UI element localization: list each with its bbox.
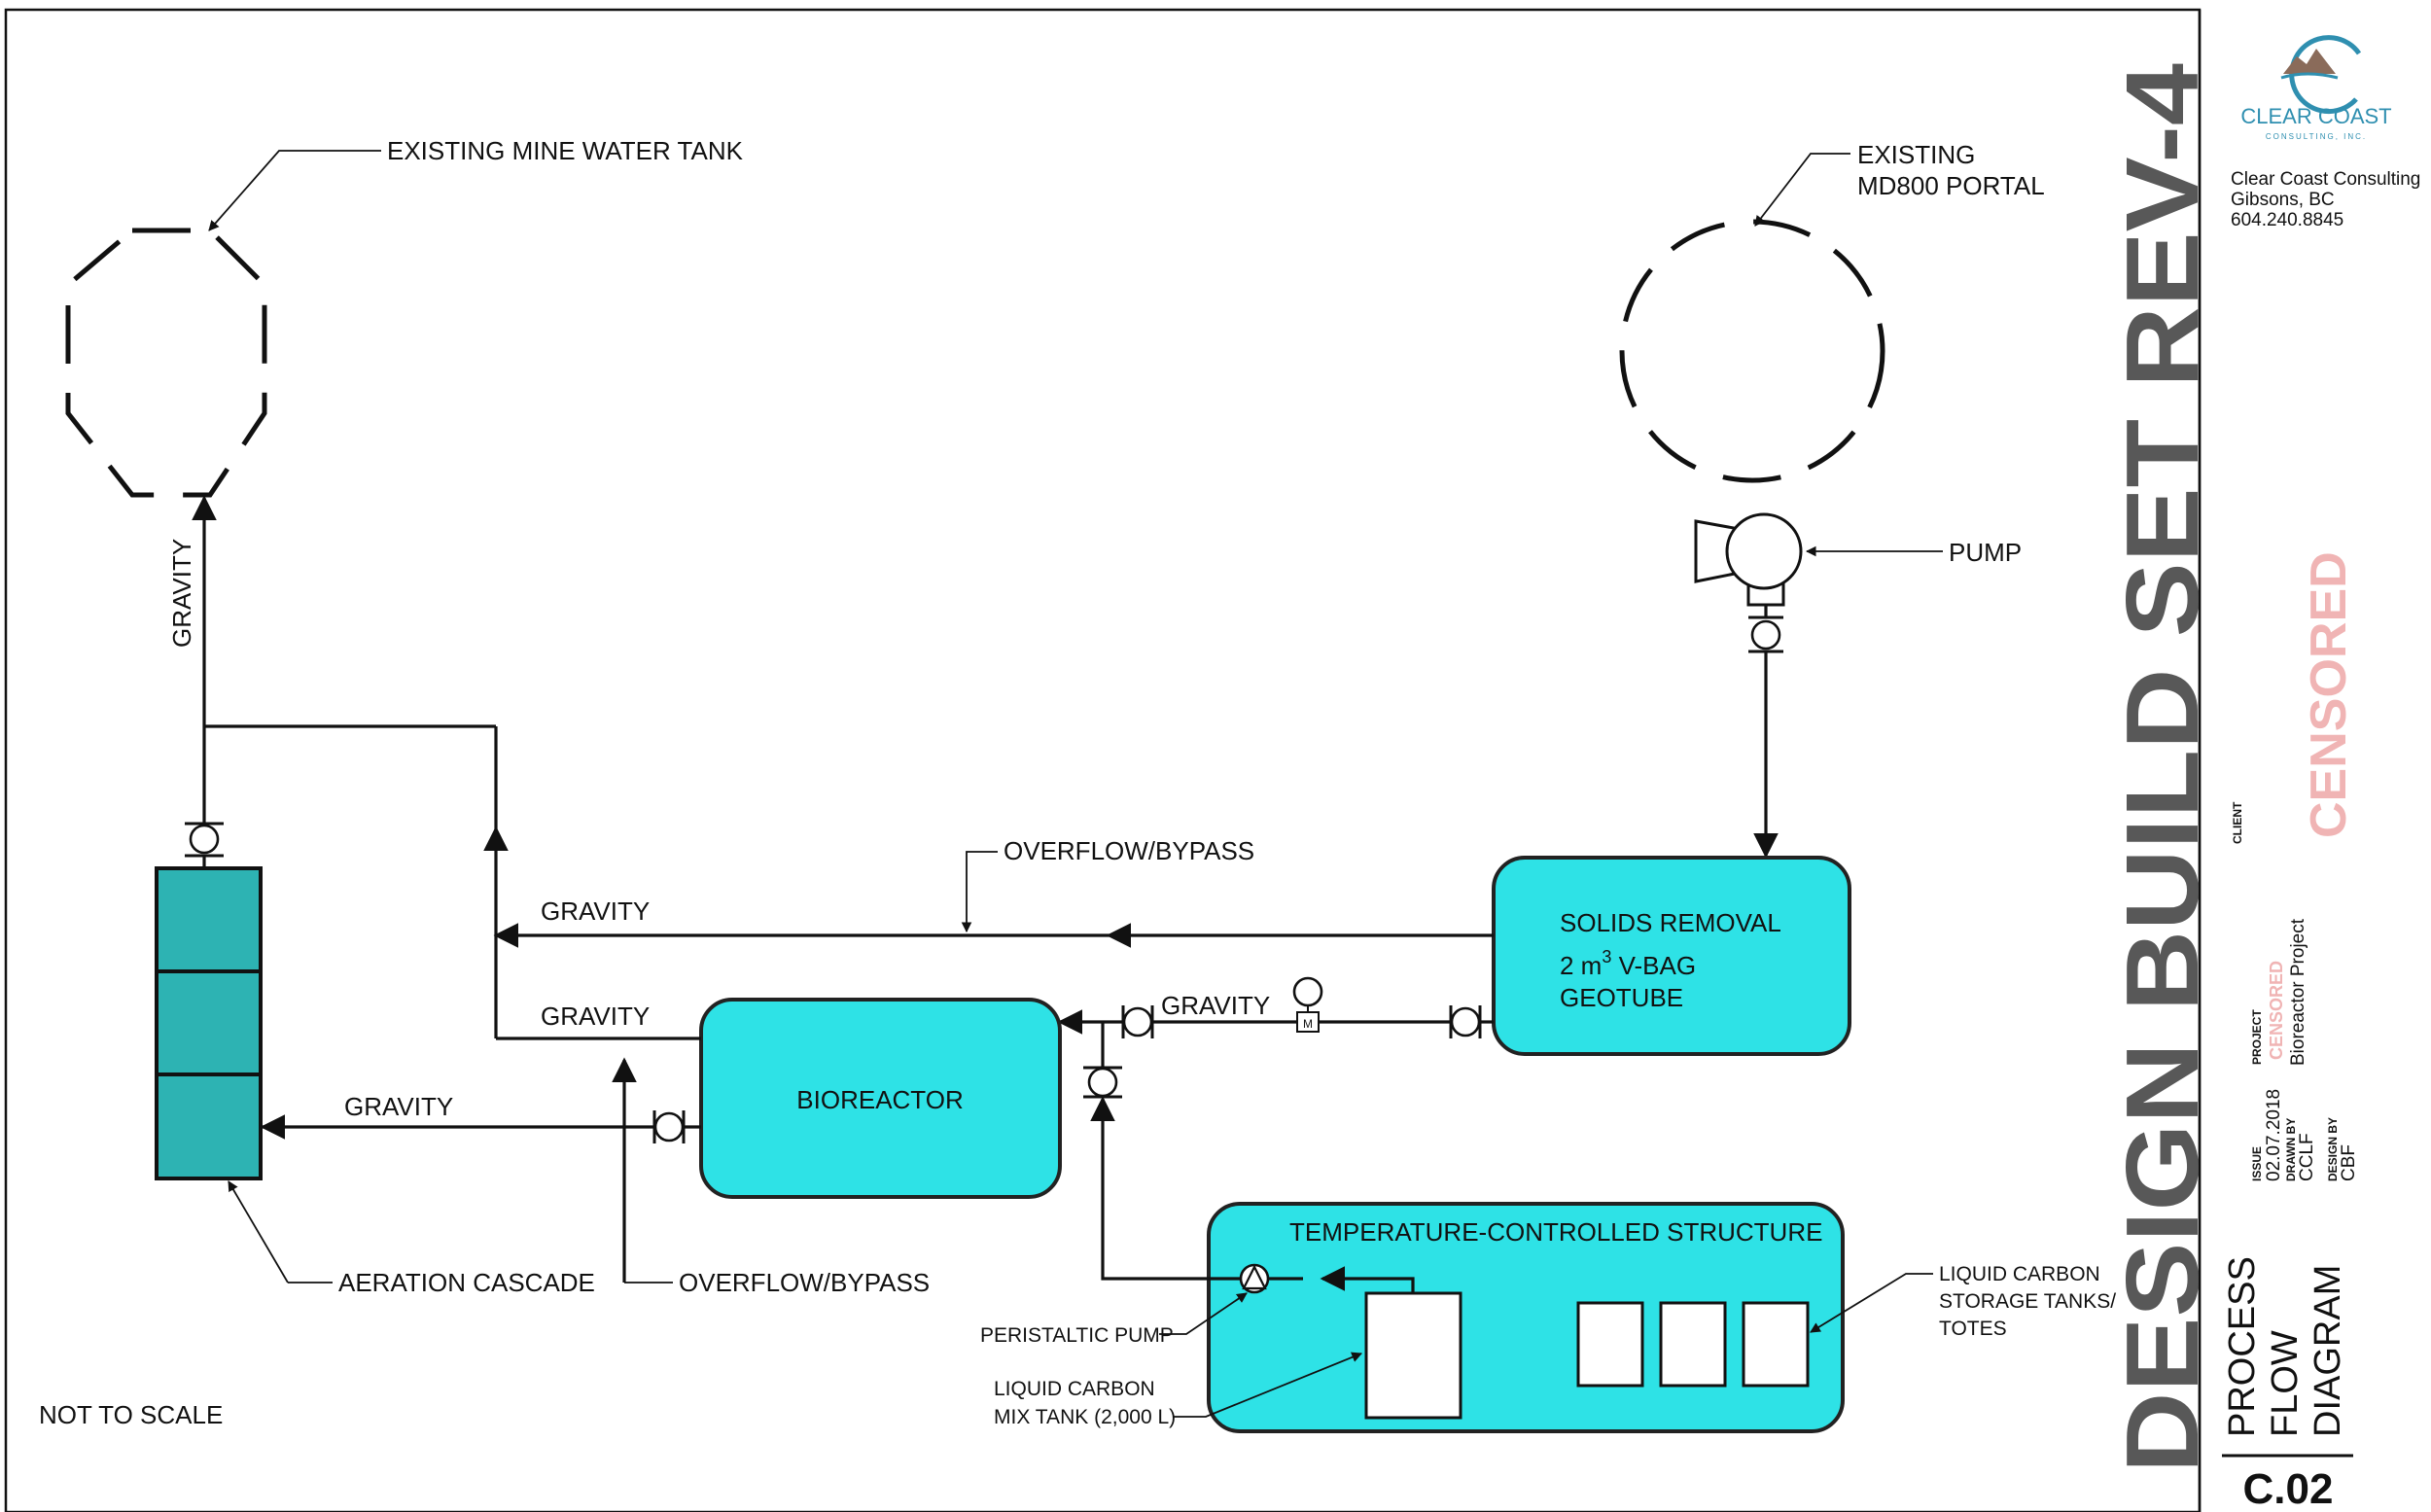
storage-tote-2 (1659, 1301, 1727, 1388)
peristaltic-pump-label: PERISTALTIC PUMP (980, 1324, 1174, 1347)
portal-label-line1: EXISTING (1857, 140, 1975, 169)
storage-label-line1: LIQUID CARBON (1939, 1263, 2100, 1285)
storage-tote-1 (1576, 1301, 1644, 1388)
issue-label: ISSUE (2250, 1146, 2264, 1181)
not-to-scale-note: NOT TO SCALE (39, 1400, 223, 1429)
sheet-title-line1: PROCESS (2222, 1256, 2263, 1437)
aeration-cascade-label: AERATION CASCADE (338, 1268, 595, 1297)
existing-mine-water-tank (65, 228, 267, 498)
solids-removal-box (1492, 856, 1851, 1056)
liquid-carbon-mix-tank (1364, 1291, 1462, 1420)
design-build-stamp: DESIGN BUILD SET REV-4 (2105, 63, 2220, 1473)
client-label: CLIENT (2231, 801, 2244, 844)
aeration-cascade (155, 866, 263, 1180)
peristaltic-pump-symbol (1239, 1263, 1270, 1294)
sheet-title-line3: DIAGRAM (2308, 1265, 2348, 1437)
company-city: Gibsons, BC (2231, 190, 2335, 210)
drawn-by-value: CCLF (2297, 1133, 2317, 1181)
drawing-border (4, 8, 2202, 1512)
mix-tank-label-line1: LIQUID CARBON (994, 1378, 1155, 1400)
gravity-label-solids-to-bioreactor: GRAVITY (1161, 991, 1270, 1020)
sheet-title-line2: FLOW (2265, 1330, 2306, 1437)
bioreactor-inlet-valve (1121, 1005, 1154, 1038)
existing-tank-label: EXISTING MINE WATER TANK (387, 136, 744, 165)
overflow-bypass-label-top: OVERFLOW/BYPASS (1004, 836, 1254, 865)
portal-label-line2: MD800 PORTAL (1857, 171, 2045, 200)
gravity-label-mid: GRAVITY (541, 1002, 650, 1031)
company-name: Clear Coast Consulting (2231, 169, 2420, 190)
gravity-label-bottom: GRAVITY (344, 1092, 453, 1121)
existing-md800-portal (1619, 219, 1885, 483)
company-phone: 604.240.8845 (2231, 210, 2343, 230)
overflow-bypass-label-bottom: OVERFLOW/BYPASS (679, 1268, 930, 1297)
temp-structure-label: TEMPERATURE-CONTROLLED STRUCTURE (1289, 1217, 1822, 1247)
storage-label-line2: STORAGE TANKS/ (1939, 1290, 2116, 1313)
pump-discharge-valve (1748, 615, 1783, 653)
flow-meter-label: M (1303, 1017, 1313, 1031)
solids-label-line1: SOLIDS REMOVAL (1560, 908, 1781, 937)
bioreactor-outlet-valve (652, 1110, 686, 1143)
solids-label-line2: 2 m3 V-BAG (1560, 947, 1696, 980)
design-by-label: DESIGN BY (2326, 1117, 2340, 1181)
pump-symbol (1694, 512, 1803, 607)
mix-tank-label-line2: MIX TANK (2,000 L) (994, 1406, 1176, 1428)
cascade-outlet-valve (185, 822, 224, 858)
storage-label-line3: TOTES (1939, 1318, 2007, 1340)
bioreactor-label: BIOREACTOR (796, 1085, 963, 1114)
project-censored: CENSORED (2267, 961, 2286, 1060)
gravity-label-top: GRAVITY (541, 897, 650, 926)
logo-text-line1: CLEAR COAST (2240, 104, 2391, 128)
flow-meter: M (1292, 976, 1323, 1033)
sheet-number: C.02 (2243, 1465, 2334, 1512)
bioreactor-box (699, 998, 1062, 1199)
solids-outlet-valve (1449, 1005, 1482, 1038)
clear-coast-logo: CLEAR COAST CONSULTING, INC. (2240, 35, 2392, 141)
pump-label: PUMP (1949, 538, 2022, 567)
gravity-label-vertical: GRAVITY (167, 539, 196, 648)
dosing-valve (1083, 1066, 1122, 1099)
storage-tote-3 (1742, 1301, 1810, 1388)
drawn-by-label: DRAWN BY (2284, 1118, 2298, 1181)
client-value: CENSORED (2301, 551, 2357, 838)
logo-text-line2: CONSULTING, INC. (2266, 132, 2367, 141)
project-label: PROJECT (2250, 1009, 2264, 1065)
issue-value: 02.07.2018 (2264, 1089, 2284, 1181)
project-value: Bioreactor Project (2288, 918, 2308, 1066)
design-by-value: CBF (2339, 1144, 2359, 1181)
solids-label-line3: GEOTUBE (1560, 983, 1683, 1012)
